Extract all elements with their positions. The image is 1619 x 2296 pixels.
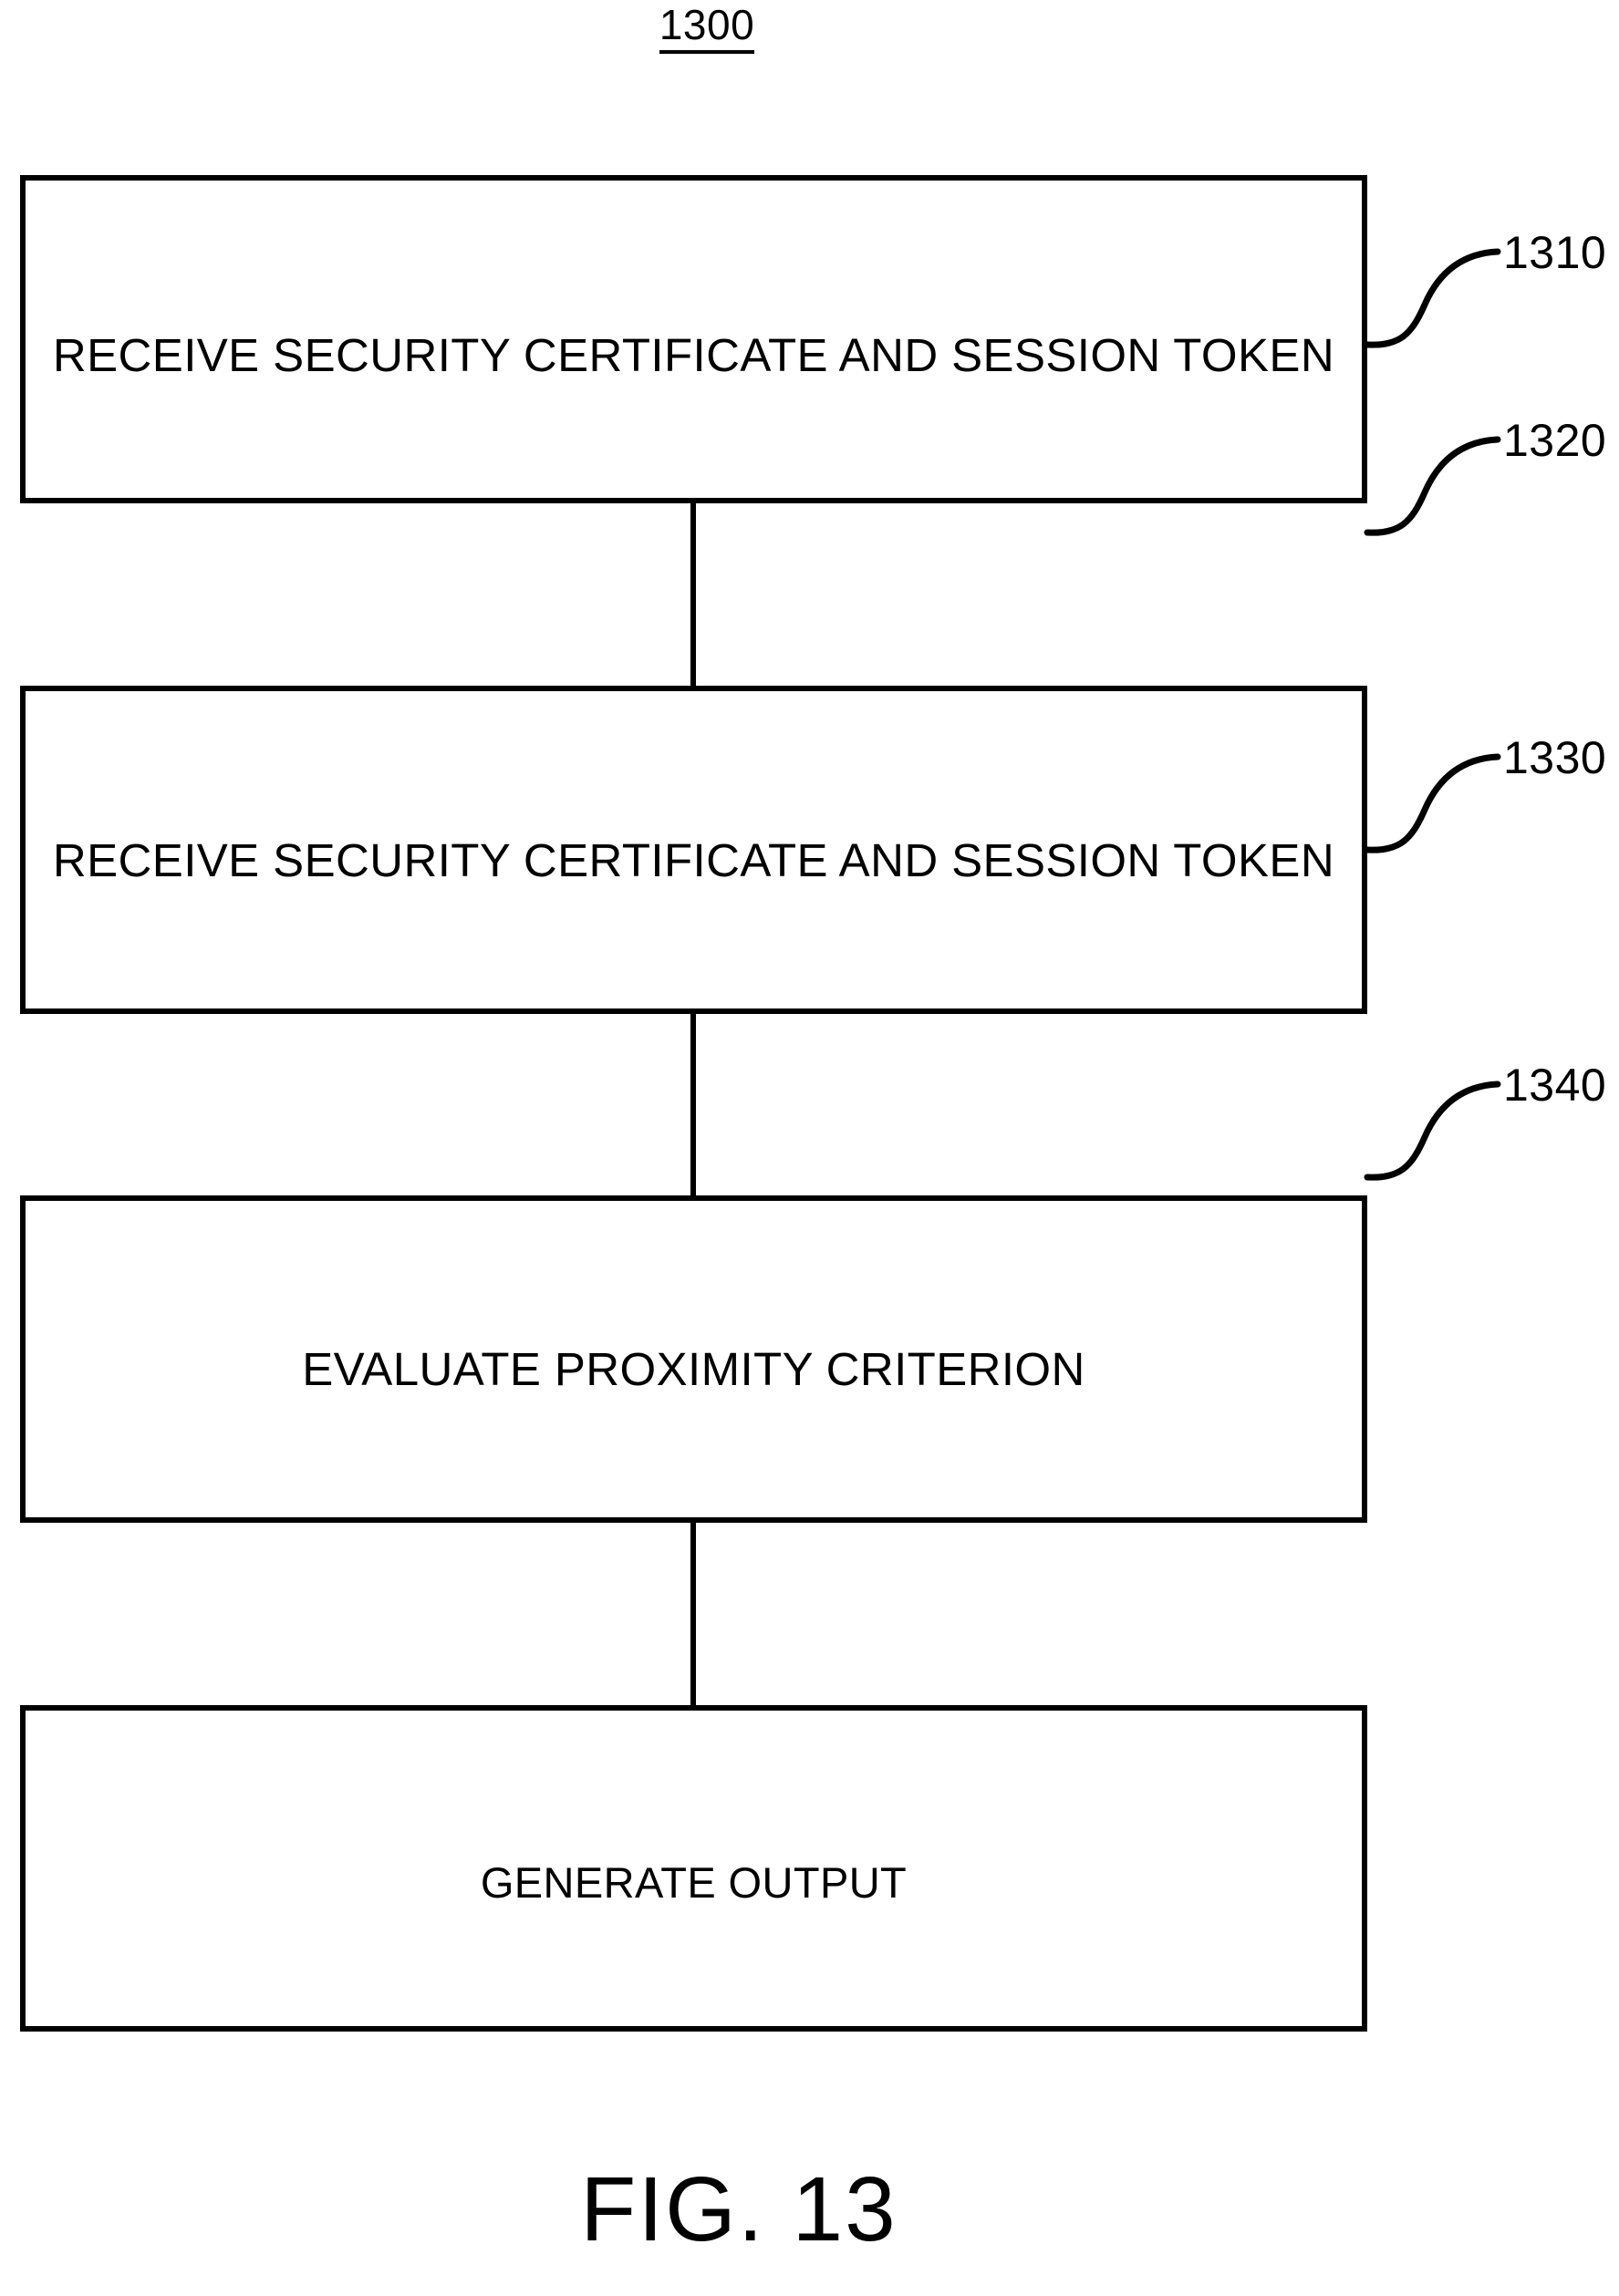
reference-numeral-1320: 1320 [1503, 415, 1607, 466]
flow-box-1340: GENERATE OUTPUT [20, 1705, 1367, 2032]
figure-caption: FIG. 13 [580, 2158, 898, 2260]
connector-line-1310-1320 [690, 500, 696, 689]
connector-line-1320-1330 [690, 1010, 696, 1199]
reference-numeral-1310: 1310 [1503, 227, 1607, 278]
flow-box-1310-label: RECEIVE SECURITY CERTIFICATE AND SESSION… [52, 328, 1335, 381]
flow-box-1330: EVALUATE PROXIMITY CRITERION [20, 1195, 1367, 1523]
figure-number-top: 1300 [0, 1, 1414, 54]
flow-box-1320: RECEIVE SECURITY CERTIFICATE AND SESSION… [20, 686, 1367, 1014]
leader-line-1330 [1364, 753, 1501, 853]
figure-number-top-text: 1300 [659, 1, 755, 54]
leader-line-1320 [1364, 436, 1501, 536]
flow-box-1310: RECEIVE SECURITY CERTIFICATE AND SESSION… [20, 175, 1367, 503]
connector-line-1330-1340 [690, 1519, 696, 1709]
flow-box-1340-label: GENERATE OUTPUT [480, 1858, 908, 1908]
reference-numeral-1330: 1330 [1503, 732, 1607, 783]
leader-line-1310 [1364, 248, 1501, 348]
leader-line-1340 [1364, 1081, 1501, 1181]
reference-numeral-1340: 1340 [1503, 1060, 1607, 1111]
flow-box-1330-label: EVALUATE PROXIMITY CRITERION [302, 1343, 1085, 1396]
flow-box-1320-label: RECEIVE SECURITY CERTIFICATE AND SESSION… [52, 833, 1335, 886]
